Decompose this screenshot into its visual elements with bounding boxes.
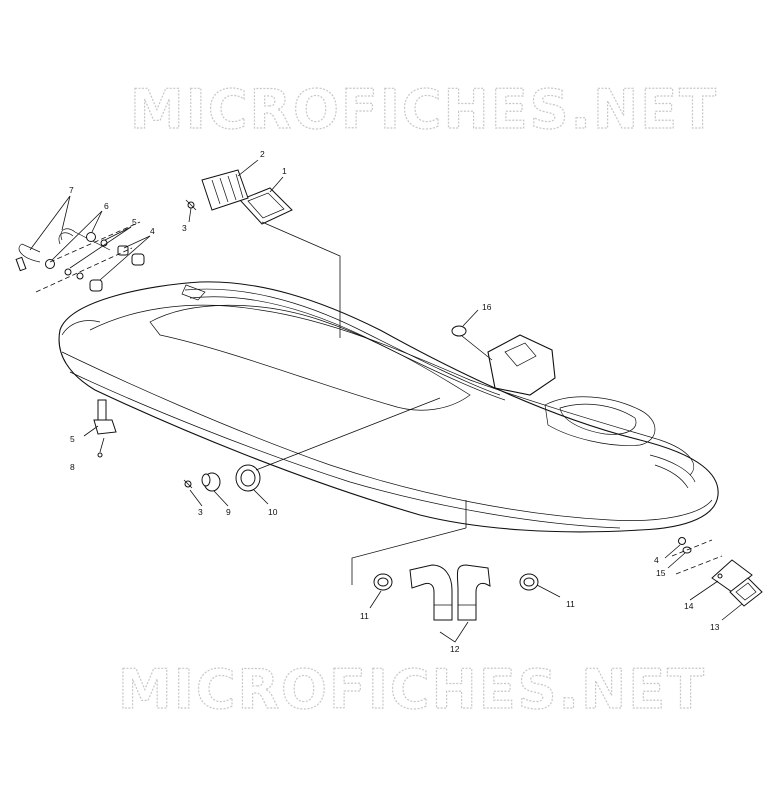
callout-4-top: 4	[150, 226, 155, 236]
callout-2: 2	[260, 149, 265, 159]
callout-8: 8	[70, 462, 75, 472]
part-16-o-ring	[451, 325, 467, 337]
part-11-clamp-left	[373, 573, 393, 591]
callout-12: 12	[450, 644, 460, 654]
part-4-nut-bow	[678, 537, 686, 545]
hull-body	[58, 281, 719, 533]
part-4-fitting	[76, 245, 145, 292]
callout-4-bow: 4	[654, 555, 659, 565]
callout-5-top: 5	[132, 217, 137, 227]
callout-5-drain: 5	[70, 434, 75, 444]
part-7-hose	[15, 228, 111, 272]
callout-6: 6	[104, 201, 109, 211]
callout-10: 10	[268, 507, 278, 517]
callout-14: 14	[684, 601, 694, 611]
part-9-thru-hull	[201, 472, 221, 492]
part-12-elbow-right	[456, 564, 491, 621]
part-11-clamp-right	[519, 573, 539, 591]
part-5-washer	[64, 239, 108, 276]
callout-1: 1	[282, 166, 287, 176]
part-13-bow-eye	[729, 577, 763, 607]
part-8-screw	[97, 437, 105, 458]
callout-16: 16	[482, 302, 492, 312]
callout-11-left: 11	[360, 611, 369, 621]
part-10-ring	[235, 464, 261, 492]
callout-11-right: 11	[566, 599, 575, 609]
callout-15: 15	[656, 568, 666, 578]
part-3-screw-side	[183, 479, 193, 489]
callout-13: 13	[710, 622, 720, 632]
part-5-drain-fitting	[93, 399, 117, 435]
part-2-vent-grill	[201, 169, 249, 211]
part-12-elbow-left	[409, 564, 453, 621]
part-1-gasket	[239, 187, 293, 225]
watermark-top: MICROFICHES.NET	[130, 78, 718, 141]
part-14-plate	[711, 559, 753, 593]
callout-7: 7	[69, 185, 74, 195]
callout-3-side: 3	[198, 507, 203, 517]
part-6-nut	[45, 232, 96, 269]
callout-3-top: 3	[182, 223, 187, 233]
watermark-bottom: MICROFICHES.NET	[118, 658, 706, 721]
part-3-screw-top	[185, 199, 197, 211]
callout-9: 9	[226, 507, 231, 517]
